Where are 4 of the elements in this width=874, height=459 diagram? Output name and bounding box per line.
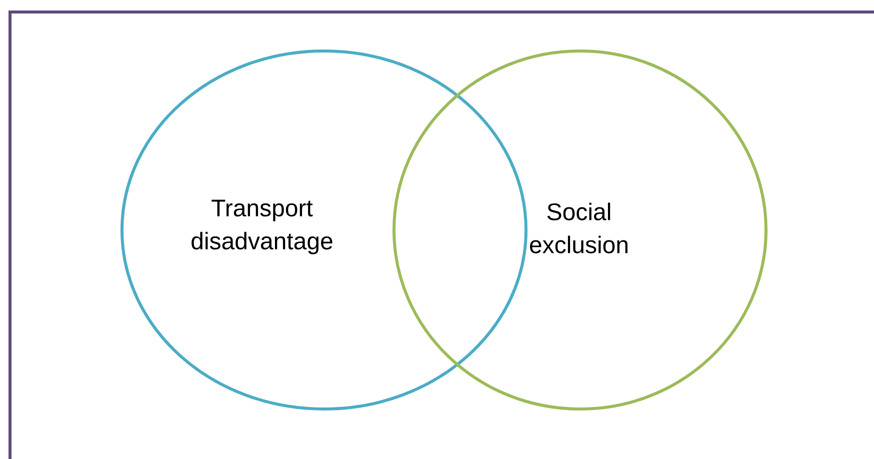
circle-label: Social exclusion — [530, 202, 628, 254]
venn-circle — [392, 50, 768, 410]
venn-circle — [120, 50, 528, 410]
circle-label: Transport disadvantage — [192, 200, 332, 254]
